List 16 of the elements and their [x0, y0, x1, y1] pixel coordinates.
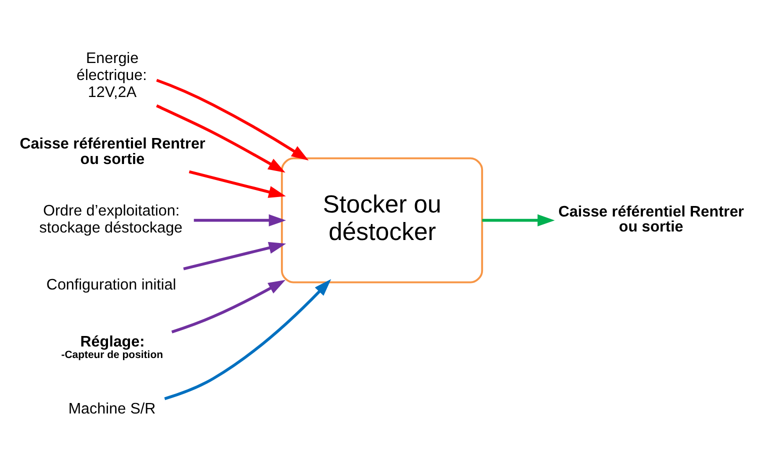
- arrow: [183, 242, 286, 270]
- arrow: [171, 280, 286, 334]
- node-text: Machine S/R: [68, 400, 156, 418]
- arrow: [482, 214, 555, 226]
- arrow: [156, 78, 309, 160]
- node-box: Stocker ou déstocker: [280, 157, 484, 284]
- arrow: [164, 279, 332, 400]
- node-text: Energie électrique: 12V,2A: [76, 50, 147, 102]
- node-text: Caisse référentiel Rentrer ou sortie: [20, 136, 206, 168]
- arrow: [156, 104, 286, 173]
- node-text: Réglage: -Capteur de position: [61, 333, 163, 361]
- node-text: Configuration initial: [46, 276, 176, 294]
- node-text: Ordre d’exploitation: stockage déstockage: [39, 202, 183, 237]
- arrow: [188, 170, 286, 198]
- arrow: [194, 214, 286, 226]
- node-text: Caisse référentiel Rentrer ou sortie: [558, 203, 744, 236]
